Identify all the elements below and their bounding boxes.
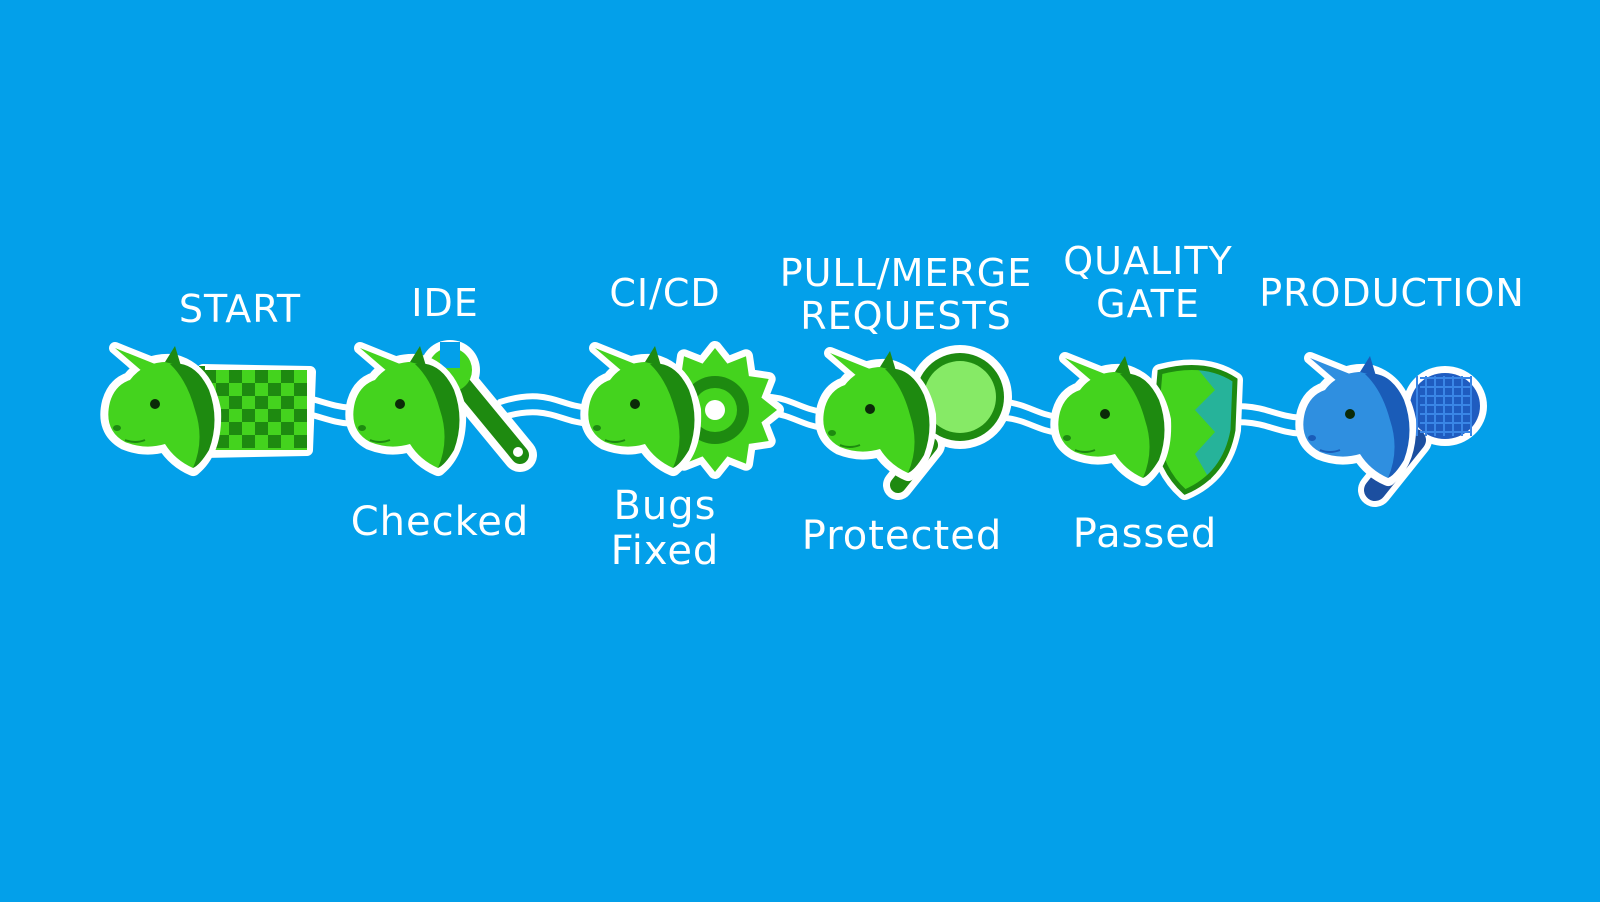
stage-status-pull-line: Protected (801, 513, 1003, 559)
stage-title-pull-line: PULL/MERGE (779, 251, 1033, 295)
stage-title-cicd: CI/CD (609, 272, 720, 315)
stage-status-pull: Protected (802, 514, 1002, 559)
unicorn-icon (815, 347, 937, 481)
stage-title-pull-line: REQUESTS (800, 293, 1012, 338)
stage-status-cicd-line: Fixed (610, 527, 720, 574)
stage-title-quality-line: QUALITY (1063, 239, 1233, 283)
stage-title-production: PRODUCTION (1259, 272, 1525, 315)
stage-title-start: START (179, 288, 301, 331)
stage-node-production (1295, 352, 1487, 507)
stage-status-ide-line: Checked (350, 499, 530, 545)
shield-icon (1147, 359, 1243, 500)
stage-node-pull (815, 345, 1012, 500)
stage-title-ide-line: IDE (411, 281, 479, 325)
stage-title-quality-line: GATE (1096, 281, 1200, 326)
stage-title-start-line: START (178, 287, 302, 331)
stage-status-ide: Checked (351, 500, 530, 545)
stage-title-cicd-line: CI/CD (609, 271, 721, 315)
stage-status-quality: Passed (1073, 512, 1218, 557)
stage-node-quality (1050, 352, 1243, 500)
unicorn-icon (1295, 352, 1417, 486)
stage-node-start (100, 342, 316, 476)
stage-node-ide (345, 340, 537, 476)
stage-node-cicd (580, 341, 784, 479)
unicorn-icon (580, 342, 702, 476)
stage-title-ide: IDE (411, 282, 478, 325)
unicorn-icon (100, 342, 222, 476)
unicorn-icon (345, 342, 467, 476)
stage-status-quality-line: Passed (1072, 511, 1218, 557)
unicorn-icon (1050, 352, 1172, 486)
stage-status-cicd-line: Bugs (613, 483, 717, 529)
stage-title-production-line: PRODUCTION (1259, 271, 1525, 315)
